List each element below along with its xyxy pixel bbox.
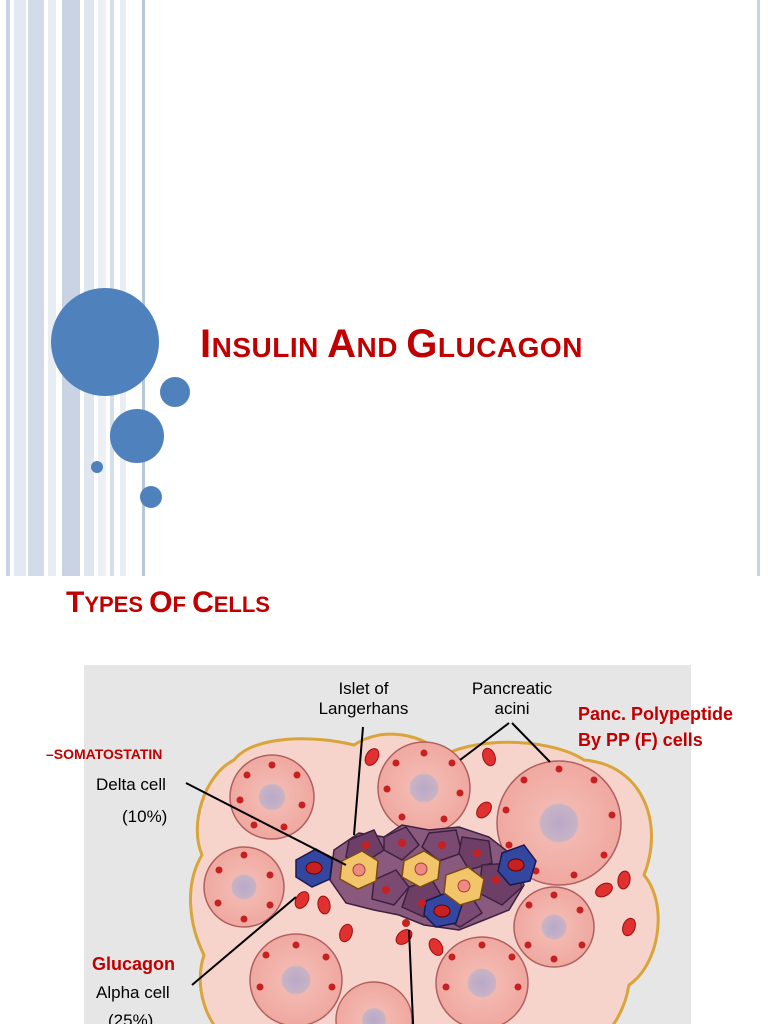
islet-label: Islet of Langerhans xyxy=(318,679,409,718)
slide-title: INSULIN AND GLUCAGON xyxy=(200,322,583,367)
decorative-stripe xyxy=(48,0,56,576)
section-title: TYPES OF CELLS xyxy=(66,586,270,620)
alpha-cells xyxy=(295,844,537,928)
slide-title-text: INSULIN AND GLUCAGON xyxy=(200,322,583,366)
acini-label: Pancreatic acini xyxy=(471,679,553,718)
delta-percent: (10%) xyxy=(122,807,168,826)
alpha-percent: (25%) xyxy=(108,1011,154,1024)
decorative-stripe xyxy=(142,0,145,576)
leader-lines xyxy=(185,722,551,1024)
decorative-stripe xyxy=(6,0,10,576)
decorative-stripe xyxy=(14,0,26,576)
content-slide: TYPES OF CELLS xyxy=(0,576,768,1024)
decorative-stripe xyxy=(62,0,80,576)
decorative-circle xyxy=(110,409,164,463)
pp-annotation-line2: By PP (F) cells xyxy=(578,730,703,750)
beta-nuclei xyxy=(362,839,500,927)
decorative-circle xyxy=(91,461,103,473)
delta-cell-label: Delta cell xyxy=(96,775,166,794)
acinar-nuclei xyxy=(214,749,616,991)
decorative-circle xyxy=(160,377,190,407)
decorative-stripe xyxy=(84,0,94,576)
decorative-stripe xyxy=(757,0,760,576)
decorative-circle xyxy=(140,486,162,508)
islet-diagram: Islet of Langerhans Pancreatic acini Del… xyxy=(84,665,691,1024)
decorative-stripe xyxy=(28,0,44,576)
section-title-text: TYPES OF CELLS xyxy=(66,586,270,619)
alpha-cell-label: Alpha cell xyxy=(96,983,170,1002)
title-slide: INSULIN AND GLUCAGON xyxy=(6,0,760,576)
decorative-stripe xyxy=(120,0,126,576)
pancreas-illustration xyxy=(185,722,660,1024)
red-blood-cells xyxy=(294,747,636,956)
pp-annotation-line1: Panc. Polypeptide xyxy=(578,704,734,724)
decorative-circle xyxy=(51,288,159,396)
somatostatin-annotation: –SOMATOSTATIN xyxy=(46,746,163,762)
glucagon-annotation: Glucagon xyxy=(92,954,176,974)
